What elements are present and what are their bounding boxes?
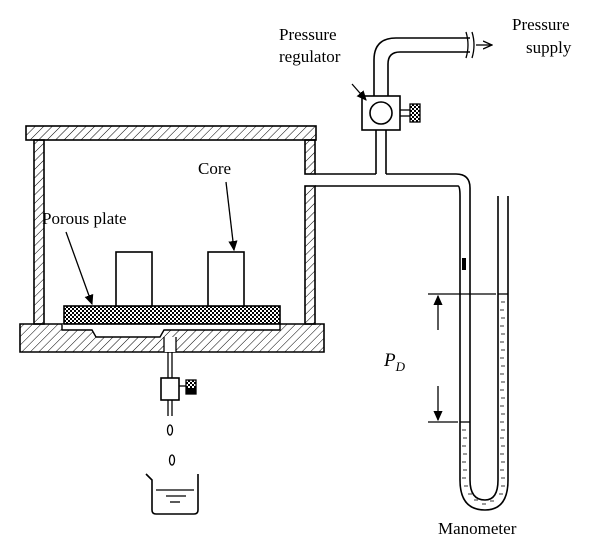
manometer xyxy=(459,196,509,511)
water-drop xyxy=(166,424,174,436)
pressure-supply-label-line2: supply xyxy=(526,38,572,57)
pd-label: PD xyxy=(383,350,406,374)
chamber-right-wall-upper xyxy=(304,139,316,175)
pd-dimension xyxy=(428,293,496,423)
core-sample-right xyxy=(207,251,245,307)
regulator-pointer-arrow xyxy=(351,83,366,100)
core-pointer-arrow xyxy=(225,181,234,250)
regulator-knob xyxy=(409,103,421,123)
core-sample-left xyxy=(115,251,153,307)
porous-plate xyxy=(63,305,281,325)
manometer-label: Manometer xyxy=(438,519,517,538)
pressure-supply-label-line1: Pressure xyxy=(512,15,570,34)
pd-label-sub: D xyxy=(395,359,406,374)
connecting-pipe xyxy=(315,130,471,480)
supply-pipe xyxy=(373,31,492,96)
porous-plate-pointer-arrow xyxy=(65,231,92,304)
core-label: Core xyxy=(198,159,231,178)
porous-plate-label: Porous plate xyxy=(42,209,127,228)
pressure-regulator-label-line1: Pressure xyxy=(279,25,337,44)
chamber-left-wall xyxy=(33,139,45,325)
pd-label-main: P xyxy=(383,350,396,371)
pressure-regulator xyxy=(361,95,421,131)
chamber-lid xyxy=(25,125,317,141)
chamber-right-wall-lower xyxy=(304,185,316,325)
beaker xyxy=(145,473,199,515)
drain-valve xyxy=(160,352,197,416)
pressure-regulator-label-line2: regulator xyxy=(279,47,341,66)
water-drop xyxy=(168,454,176,466)
chamber xyxy=(19,125,325,353)
